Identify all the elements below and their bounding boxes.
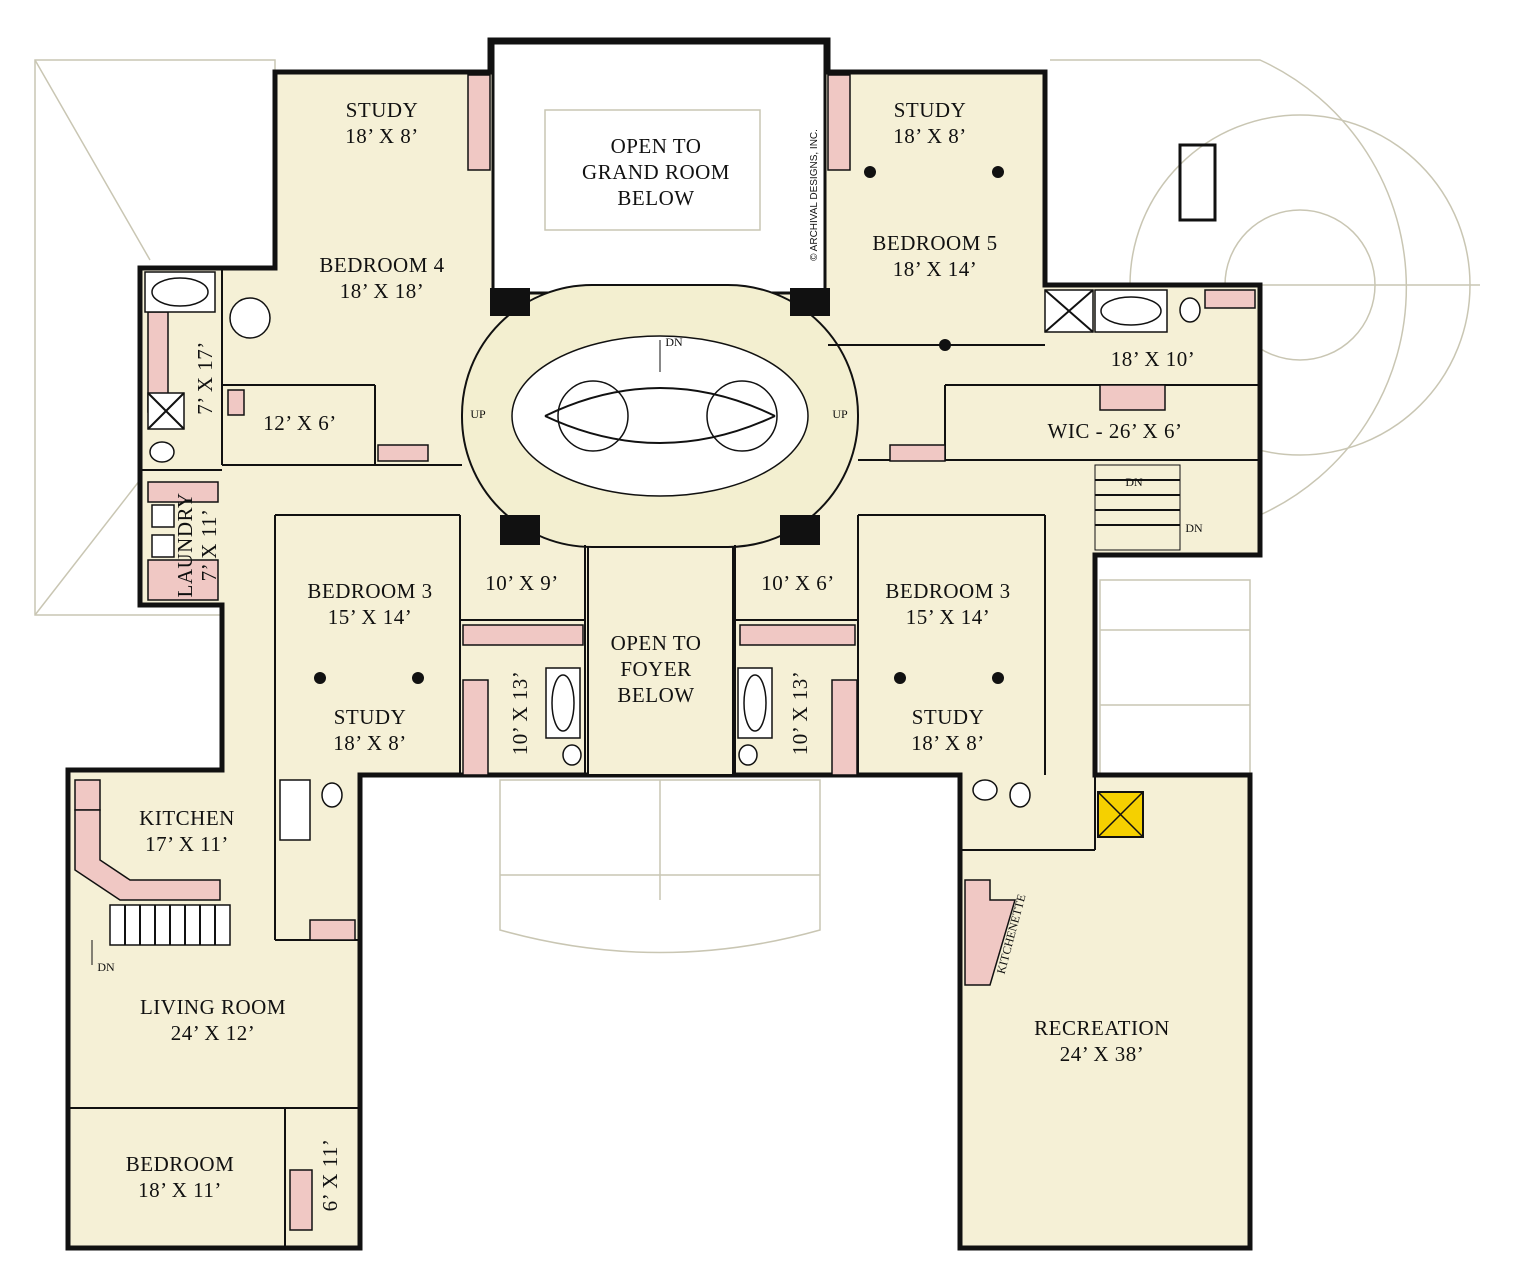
stair-dn-left: DN	[97, 960, 115, 974]
closet-6x11-label: 6’ X 11’	[318, 1139, 342, 1212]
bath-mid-left-label: 10’ X 13’	[508, 671, 532, 756]
bath-mid-right-label: 10’ X 13’	[788, 671, 812, 756]
skylight	[1178, 143, 1217, 222]
laundry-label: LAUNDRY7’ X 11’	[173, 492, 221, 597]
stair-dn-right-1: DN	[1125, 475, 1143, 489]
open-to-grand-room	[491, 41, 827, 295]
closet-10x9-label: 10’ X 9’	[485, 571, 559, 595]
stair-up-right: UP	[832, 407, 848, 421]
bath-fixtures	[144, 271, 1201, 841]
portico-outline	[499, 779, 821, 954]
open-to-foyer	[587, 544, 734, 776]
column-dots	[314, 166, 1004, 684]
wic-label: WIC - 26’ X 6’	[1048, 419, 1183, 443]
cabinetry	[74, 74, 1256, 1231]
stair-runs	[109, 464, 1181, 946]
oval-stair-hall	[461, 284, 859, 548]
stair-dn-center: DN	[665, 335, 683, 349]
copyright-text: © ARCHIVAL DESIGNS, INC.	[809, 129, 820, 261]
bath-right-label: 18’ X 10’	[1111, 347, 1196, 371]
bath-left-label: 7’ X 17’	[193, 341, 217, 415]
closet-10x6-label: 10’ X 6’	[761, 571, 835, 595]
interior-walls	[68, 268, 1260, 1248]
stair-dn-right-2: DN	[1185, 521, 1203, 535]
stair-up-left: UP	[470, 407, 486, 421]
closet-left-label: 12’ X 6’	[263, 411, 337, 435]
elevator	[1097, 791, 1144, 838]
